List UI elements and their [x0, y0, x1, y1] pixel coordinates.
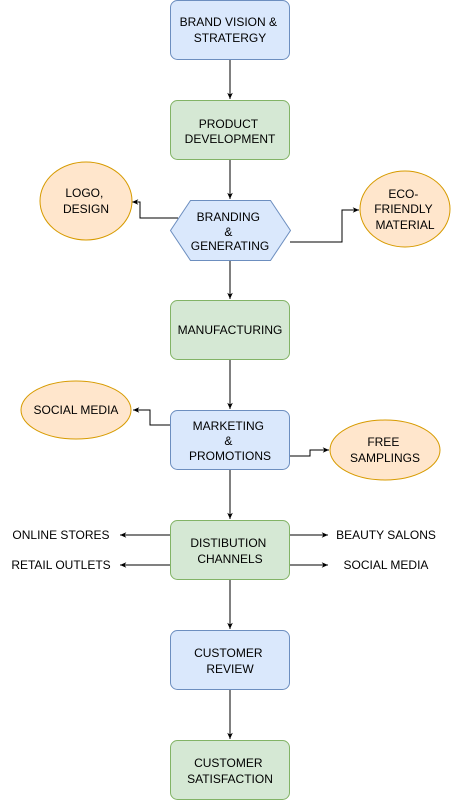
- node-shape: [170, 0, 290, 60]
- node-label-line: BRANDING: [197, 210, 260, 224]
- node-manufacturing[interactable]: MANUFACTURING: [170, 300, 290, 360]
- edge-branding-to-logo: [132, 199, 178, 219]
- node-label-line: SATISFACTION: [187, 772, 273, 786]
- svg-text:PRODUCT DEVELOPMENT: PRODUCT DEVELOPMENT: [185, 117, 276, 146]
- node-eco-friendly-material[interactable]: ECO- FRIENDLY MATERIAL: [359, 170, 451, 248]
- node-label-line: CHANNELS: [197, 552, 262, 566]
- nodes: BRAND VISION & STRATERGY PRODUCT DEVELOP…: [20, 0, 451, 800]
- label-beauty-salons: BEAUTY SALONS: [336, 528, 436, 542]
- svg-text:LOGO, DESIGN: LOGO, DESIGN: [63, 186, 109, 216]
- svg-text:SOCIAL MEDIA: SOCIAL MEDIA: [34, 403, 119, 417]
- node-label-line: LOGO,: [65, 186, 103, 200]
- node-label-line: MATERIAL: [375, 218, 434, 232]
- node-label-line: STRATERGY: [194, 31, 266, 45]
- node-label-line: &: [224, 434, 232, 448]
- node-label-line: PROMOTIONS: [189, 449, 271, 463]
- node-free-samplings[interactable]: FREE SAMPLINGS: [329, 419, 441, 481]
- svg-text:MANUFACTURING: MANUFACTURING: [178, 323, 283, 337]
- svg-text:MARKETING & PR: MARKETING & PROMOTIONS: [189, 419, 271, 463]
- node-shape: [359, 170, 451, 248]
- node-product-development[interactable]: PRODUCT DEVELOPMENT: [170, 100, 290, 160]
- node-label-line: ECO-: [388, 187, 418, 201]
- node-customer-review[interactable]: CUSTOMER REVIEW: [170, 630, 290, 690]
- label-online-stores: ONLINE STORES: [12, 528, 109, 542]
- node-branding-generating[interactable]: BRANDING & GENERATING: [169, 200, 292, 261]
- node-label-line: GENERATING: [191, 239, 269, 253]
- node-label-line: REVIEW: [206, 662, 254, 676]
- node-label-line: DISTIBUTION: [190, 536, 266, 550]
- node-shape: [170, 410, 290, 470]
- node-label-line: CUSTOMER: [194, 756, 263, 770]
- svg-text:BRAND VISION & STRATER: BRAND VISION & STRATERGY: [180, 15, 281, 45]
- edge-marketing-to-social: [133, 407, 170, 426]
- node-label-line: SAMPLINGS: [350, 451, 420, 465]
- node-label-line: MANUFACTURING: [178, 323, 283, 337]
- node-label-line: &: [224, 225, 232, 239]
- node-label-line: MARKETING: [193, 419, 264, 433]
- node-shape: [170, 630, 290, 690]
- node-label-line: SOCIAL MEDIA: [34, 403, 119, 417]
- node-label-line: FREE: [367, 435, 399, 449]
- node-distribution-channels[interactable]: DISTIBUTION CHANNELS: [170, 520, 290, 580]
- edge-branding-to-eco: [290, 207, 359, 243]
- node-shape: [39, 161, 133, 241]
- node-shape: [329, 419, 441, 481]
- node-marketing-promotions[interactable]: MARKETING & PROMOTIONS: [170, 410, 290, 470]
- edges: [120, 60, 359, 739]
- node-shape: [20, 380, 132, 440]
- edge-marketing-to-samplings: [290, 447, 329, 457]
- svg-text:DISTIBUTION CHANNELS: DISTIBUTION CHANNELS: [190, 536, 269, 566]
- svg-text:FREE SAMPLINGS: FREE SAMPLINGS: [350, 435, 420, 465]
- svg-text:CUSTOMER SATISFACTION: CUSTOMER SATISFACTION: [187, 756, 273, 786]
- svg-text:BRANDING & GEN: BRANDING & GENERATING: [191, 210, 269, 253]
- node-customer-satisfaction[interactable]: CUSTOMER SATISFACTION: [170, 740, 290, 800]
- node-shape: [170, 520, 290, 580]
- node-label-line: DEVELOPMENT: [185, 132, 276, 146]
- node-label-line: CUSTOMER: [194, 646, 263, 660]
- node-label-line: PRODUCT: [199, 117, 259, 131]
- svg-text:CUSTOMER REVIEW: CUSTOMER REVIEW: [194, 646, 266, 676]
- node-shape: [170, 300, 290, 360]
- label-retail-outlets: RETAIL OUTLETS: [11, 558, 110, 572]
- node-label-line: DESIGN: [63, 202, 109, 216]
- node-brand-vision[interactable]: BRAND VISION & STRATERGY: [170, 0, 290, 60]
- node-shape: [170, 100, 290, 160]
- svg-text:ECO- FRIENDLY: ECO- FRIENDLY MATERIAL: [374, 187, 436, 232]
- node-label-line: BRAND VISION &: [180, 15, 277, 29]
- channel-labels: ONLINE STORES RETAIL OUTLETS BEAUTY SALO…: [11, 528, 436, 572]
- node-shape: [169, 200, 292, 261]
- label-social-media: SOCIAL MEDIA: [344, 558, 429, 572]
- node-shape: [170, 740, 290, 800]
- node-label-line: FRIENDLY: [374, 202, 432, 216]
- node-logo-design[interactable]: LOGO, DESIGN: [39, 161, 133, 241]
- node-social-media-bubble[interactable]: SOCIAL MEDIA: [20, 380, 132, 440]
